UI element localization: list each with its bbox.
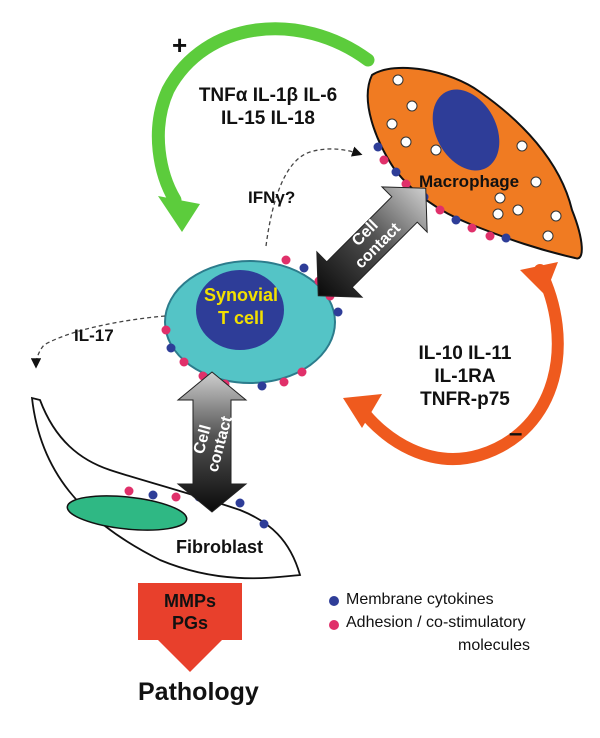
output-line-1: MMPs — [163, 591, 216, 611]
inhibitors-line-3: TNFR-p75 — [420, 389, 510, 410]
macrophage-granules — [386, 74, 562, 242]
cell-contact-arrow-upper — [316, 186, 428, 298]
output-line-2: PGs — [171, 613, 209, 633]
tcell-label-line-1: Synovial — [203, 285, 279, 305]
pathology-label: Pathology — [138, 678, 259, 706]
legend-adhesion-label-1: Adhesion / co-stimulatory — [346, 614, 526, 631]
il17-label: IL-17 — [74, 326, 114, 345]
fibroblast-label: Fibroblast — [176, 537, 264, 557]
fibroblast-nucleus — [66, 495, 188, 531]
cytokines-line-1: TNFα IL-1β IL-6 — [198, 85, 338, 106]
ifn-gamma-label: IFNγ? — [248, 188, 296, 207]
minus-sign: – — [509, 420, 523, 447]
cell-contact-arrow-lower — [176, 371, 248, 513]
fibroblast-cell — [30, 396, 302, 580]
legend-membrane-dot — [329, 596, 339, 606]
anti-inflammatory-mediators: IL-10 IL-11 IL-1RA TNFR-p75 — [410, 342, 520, 411]
macrophage-nucleus — [432, 89, 500, 171]
macrophage-cell — [366, 66, 583, 260]
macrophage-surface-molecules — [373, 142, 511, 243]
tcell-nucleus — [196, 270, 284, 350]
ifn-dashed-arrow — [265, 146, 363, 247]
plus-sign: + — [172, 30, 188, 60]
output-label: MMPs PGs — [138, 590, 242, 634]
tcell-label-line-2: T cell — [217, 308, 265, 328]
inhibitors-line-2: IL-1RA — [434, 366, 496, 387]
green-feedback-arrow — [151, 22, 375, 232]
output-arrow — [138, 583, 242, 672]
synovial-t-cell — [161, 255, 343, 391]
legend-membrane-label: Membrane cytokines — [346, 591, 494, 608]
cytokines-line-2: IL-15 IL-18 — [221, 108, 315, 129]
macrophage-label: Macrophage — [419, 172, 520, 191]
proinflammatory-cytokines: TNFα IL-1β IL-6 IL-15 IL-18 — [188, 84, 348, 130]
tcell-label: Synovial T cell — [192, 284, 290, 330]
orange-feedback-arrow — [343, 262, 564, 465]
il17-dashed-arrow — [30, 315, 166, 369]
inhibitors-line-1: IL-10 IL-11 — [418, 343, 512, 364]
legend-adhesion-label-2: molecules — [458, 637, 531, 654]
legend-adhesion-dot — [329, 620, 339, 630]
